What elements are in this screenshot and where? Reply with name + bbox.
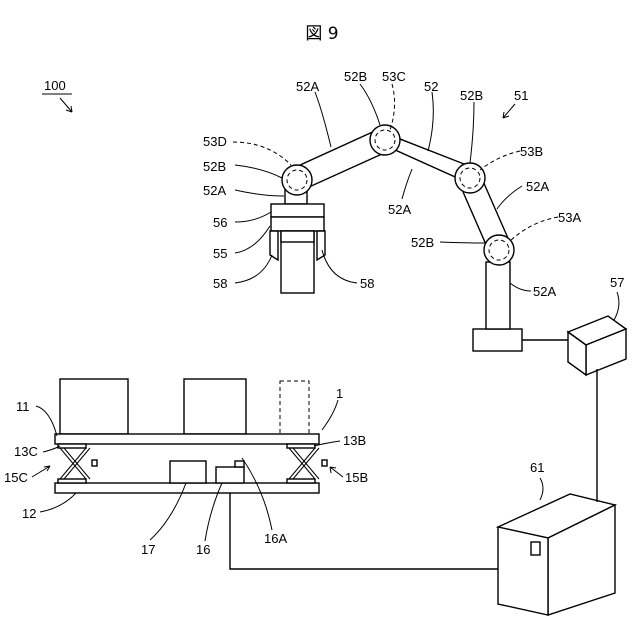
shelf-unit-1 [55,379,327,493]
label-16: 16 [196,542,210,557]
controller-57 [568,316,626,375]
label-11: 11 [16,399,30,414]
label-15C: 15C [4,470,28,485]
robot-base [473,329,522,351]
label-53A: 53A [558,210,581,225]
label-52B-top: 52B [344,69,367,84]
label-100: 100 [44,78,66,93]
gripper-body-55 [271,217,324,231]
label-12: 12 [22,506,36,521]
label-52B-right: 52B [460,88,483,103]
label-1: 1 [336,386,343,401]
gripper-mount-56 [271,204,324,217]
robot-arm [270,125,522,351]
label-52B-left: 52B [203,159,226,174]
label-13C: 13C [14,444,38,459]
item-left [60,379,128,434]
label-55: 55 [213,246,227,261]
label-17: 17 [141,542,155,557]
label-16A: 16A [264,531,287,546]
label-15B: 15B [345,470,368,485]
label-53B: 53B [520,144,543,159]
figure-title: 図 9 [305,24,338,44]
bottom-plate-12 [55,483,319,493]
label-57: 57 [610,275,624,290]
top-plate-11 [55,434,319,444]
label-13B: 13B [343,433,366,448]
label-52A-right: 52A [526,179,549,194]
label-52B-lower: 52B [411,235,434,250]
label-58-left: 58 [213,276,227,291]
label-52A-left: 52A [203,183,226,198]
computer-slot [531,542,540,555]
label-52: 52 [424,79,438,94]
item-removed-dashed [280,381,309,434]
label-53C: 53C [382,69,406,84]
component-17 [170,461,206,483]
label-61: 61 [530,460,544,475]
sensor-16 [216,467,244,483]
scissor-lift-15B [289,448,327,479]
label-56: 56 [213,215,227,230]
computer-61 [498,494,615,615]
sensor-16A [235,461,244,467]
label-51: 51 [514,88,528,103]
item-middle [184,379,246,434]
label-52A-lower: 52A [533,284,556,299]
label-52A-middle: 52A [388,202,411,217]
held-item-top [281,231,314,242]
label-52A-top: 52A [296,79,319,94]
label-53D: 53D [203,134,227,149]
scissor-lift-15C [60,448,97,479]
arm-column [486,262,510,329]
label-58-right: 58 [360,276,374,291]
